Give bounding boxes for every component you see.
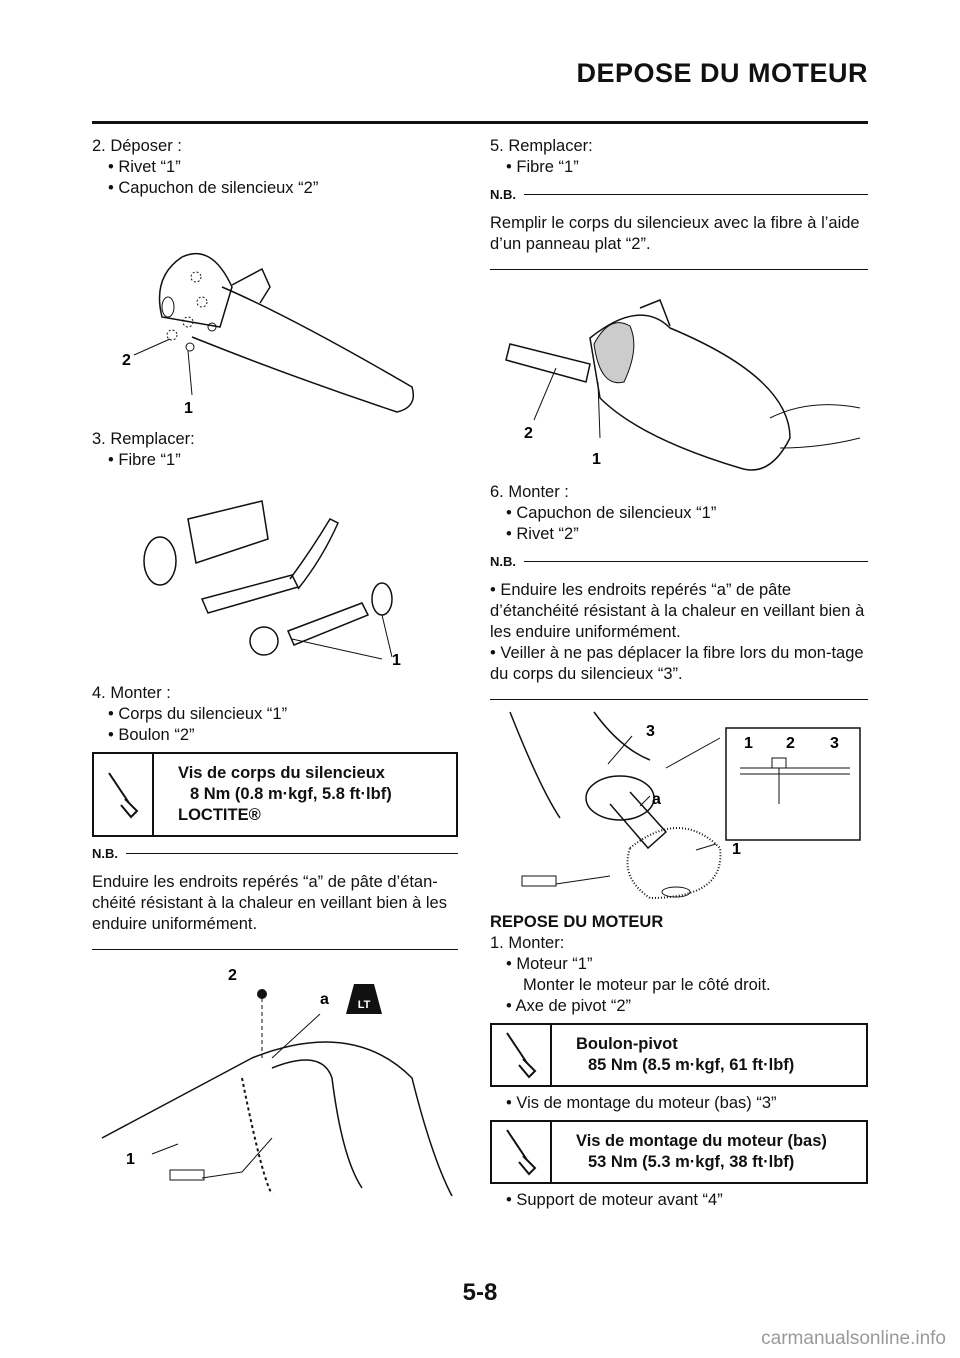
nb-bullet-1: • Enduire les endroits repérés “a” de pâ… [490,581,865,641]
nb-header: N.B. [490,184,868,205]
callout-1: 1 [592,451,601,468]
figure-silencer-body-install: LT 2 a 1 [101,967,453,1197]
nb-end-rule [490,699,868,700]
spec-name: Vis de montage du moteur (bas) [576,1132,827,1150]
torque-wrench-icon [492,1122,552,1182]
nb-header: N.B. [92,843,458,864]
right-column: 5. Remplacer: • Fibre “1” N.B. Remplir l… [490,136,868,1211]
callout-2: 2 [524,425,533,442]
callout-3: 3 [646,723,655,740]
callout-1: 1 [184,400,193,417]
bullet-fibre: • Fibre “1” [506,158,579,176]
nb-label: N.B. [490,554,516,569]
spec-box-vis-corps: Vis de corps du silencieux 8 Nm (0.8 m·k… [92,752,458,837]
section-heading-repose: REPOSE DU MOTEUR [490,913,664,931]
nb-text: Remplir le corps du silencieux avec la f… [490,214,860,253]
spec-box-boulon-pivot: Boulon-pivot 85 Nm (8.5 m·kgf, 61 ft·lbf… [490,1023,868,1087]
step-3: 3. Remplacer: [92,430,195,448]
spec-torque: 8 Nm (0.8 m·kgf, 5.8 ft·lbf) [190,785,392,803]
figure-silencer-cap-removal: 2 1 [122,252,415,417]
callout-1: 1 [732,841,741,858]
detail-callout-3: 3 [830,735,839,752]
spec-torque: 85 Nm (8.5 m·kgf, 61 ft·lbf) [588,1056,795,1074]
nb-end-rule [490,269,868,270]
step-6: 6. Monter : [490,483,569,501]
nb-text: Enduire les endroits repérés “a” de pâte… [92,873,447,933]
bullet-rivet: • Rivet “1” [108,158,181,176]
detail-callout-1: 1 [744,735,753,752]
page-title: DEPOSE DU MOTEUR [576,58,868,88]
header-rule [92,121,868,124]
callout-2: 2 [122,352,131,369]
nb-bullet-2: • Veiller à ne pas déplacer la fibre lor… [490,644,864,683]
bullet-moteur: • Moteur “1” [506,955,593,973]
bullet-capuchon: • Capuchon de silencieux “1” [506,504,717,522]
callout-a: a [320,991,329,1008]
callout-a: a [652,791,661,808]
figure-fibre-replace: 1 [143,500,401,669]
nb-header: N.B. [490,551,868,572]
lt-label: LT [358,999,371,1011]
spec-torque: 53 Nm (5.3 m·kgf, 38 ft·lbf) [588,1153,795,1171]
indent-moteur-cote: Monter le moteur par le côté droit. [523,976,771,994]
step-4: 4. Monter : [92,684,171,702]
callout-1: 1 [126,1151,135,1168]
spec-name: Boulon-pivot [576,1035,678,1053]
bullet-fibre: • Fibre “1” [108,451,181,469]
callout-2: 2 [228,967,237,984]
spec-loctite: LOCTITE® [178,806,261,824]
nb-end-rule [92,949,458,950]
spec-box-vis-montage-bas: Vis de montage du moteur (bas) 53 Nm (5.… [490,1120,868,1184]
nb-label: N.B. [92,846,118,861]
bullet-vis-montage-bas: • Vis de montage du moteur (bas) “3” [506,1094,777,1112]
bullet-boulon: • Boulon “2” [108,726,195,744]
torque-wrench-icon [94,754,154,835]
step-5: 5. Remplacer: [490,137,593,155]
nb-label: N.B. [490,187,516,202]
bullet-capuchon: • Capuchon de silencieux “2” [108,179,319,197]
bullet-corps: • Corps du silencieux “1” [108,705,288,723]
page-number: 5-8 [462,1279,498,1306]
step-2: 2. Déposer : [92,137,182,155]
watermark: carmanualsonline.info [761,1328,946,1349]
bullet-support-avant: • Support de moteur avant “4” [506,1191,723,1209]
bullet-rivet: • Rivet “2” [506,525,579,543]
figure-cap-install: 3 a 1 1 2 3 [509,711,861,900]
left-column: 2. Déposer : • Rivet “1” • Capuchon de s… [92,136,458,1206]
figure-fibre-fill: 2 1 [505,299,861,471]
torque-wrench-icon [492,1025,552,1085]
callout-1: 1 [392,652,401,669]
spec-name: Vis de corps du silencieux [178,764,385,782]
detail-callout-2: 2 [786,735,795,752]
bullet-axe-pivot: • Axe de pivot “2” [506,997,632,1015]
step-1: 1. Monter: [490,934,565,952]
